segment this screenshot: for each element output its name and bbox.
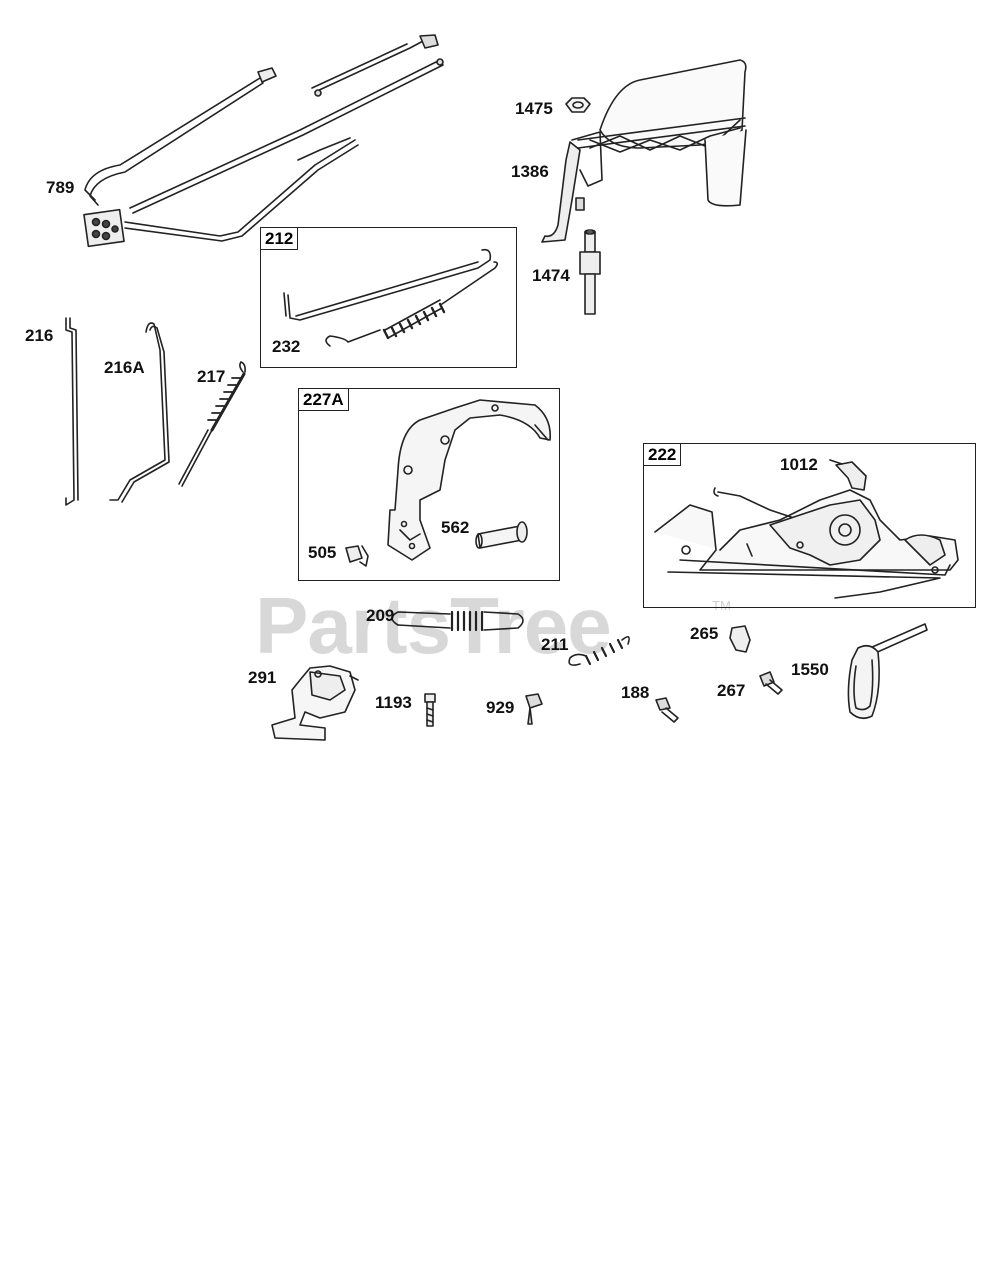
callout-562[interactable]: 562: [441, 518, 470, 537]
part-1474-stud: [579, 229, 601, 315]
callout-216[interactable]: 216: [25, 326, 54, 345]
part-216-rod: [65, 317, 79, 506]
part-1193-screw: [424, 693, 436, 727]
group-label-212: 212: [260, 227, 299, 250]
part-232-spring: [325, 261, 499, 347]
callout-211[interactable]: 211: [541, 635, 569, 654]
callout-1475[interactable]: 1475: [515, 99, 553, 118]
part-211-spring: [568, 636, 630, 666]
part-291-lever: [271, 665, 359, 741]
callout-1386[interactable]: 1386: [511, 162, 549, 181]
callout-267[interactable]: 267: [717, 681, 746, 700]
callout-232[interactable]: 232: [272, 337, 301, 356]
callout-789[interactable]: 789: [46, 178, 75, 197]
part-216A-rod: [109, 322, 170, 503]
callout-929[interactable]: 929: [486, 698, 515, 717]
part-227A-bracket: [387, 399, 552, 561]
part-212-link: [283, 248, 492, 321]
part-929-screw: [525, 693, 543, 725]
callout-505[interactable]: 505: [308, 543, 337, 562]
part-505-nut: [345, 545, 369, 567]
part-217-spring: [178, 361, 246, 487]
part-267-screw: [759, 671, 783, 695]
part-188-screw: [655, 697, 679, 723]
group-box-227A: 227A: [298, 388, 560, 581]
part-1386-guard: [541, 59, 747, 243]
callout-209[interactable]: 209: [366, 606, 395, 625]
part-265-clip: [729, 625, 751, 653]
part-1012-clip: [829, 459, 867, 491]
callout-217[interactable]: 217: [197, 367, 226, 386]
callout-216A[interactable]: 216A: [104, 358, 145, 377]
part-789-wire-harness: [83, 34, 444, 248]
group-box-222: 222: [643, 443, 976, 608]
callout-265[interactable]: 265: [690, 624, 719, 643]
group-box-212: 212: [260, 227, 517, 368]
part-222-governor-assembly: [654, 487, 959, 599]
callout-1012[interactable]: 1012: [780, 455, 818, 474]
callout-291[interactable]: 291: [248, 668, 277, 687]
callout-1193[interactable]: 1193: [375, 693, 412, 712]
part-1475-nut: [565, 97, 591, 113]
part-562-pin: [475, 521, 528, 549]
group-label-227A: 227A: [298, 388, 349, 411]
part-1550-bracket: [847, 623, 928, 720]
group-label-222: 222: [643, 443, 682, 466]
watermark-trademark: TM: [712, 598, 731, 613]
callout-188[interactable]: 188: [621, 683, 650, 702]
callout-1474[interactable]: 1474: [532, 266, 570, 285]
part-209-spring: [391, 610, 524, 632]
watermark: PartsTree: [255, 581, 612, 670]
callout-1550[interactable]: 1550: [791, 660, 829, 679]
